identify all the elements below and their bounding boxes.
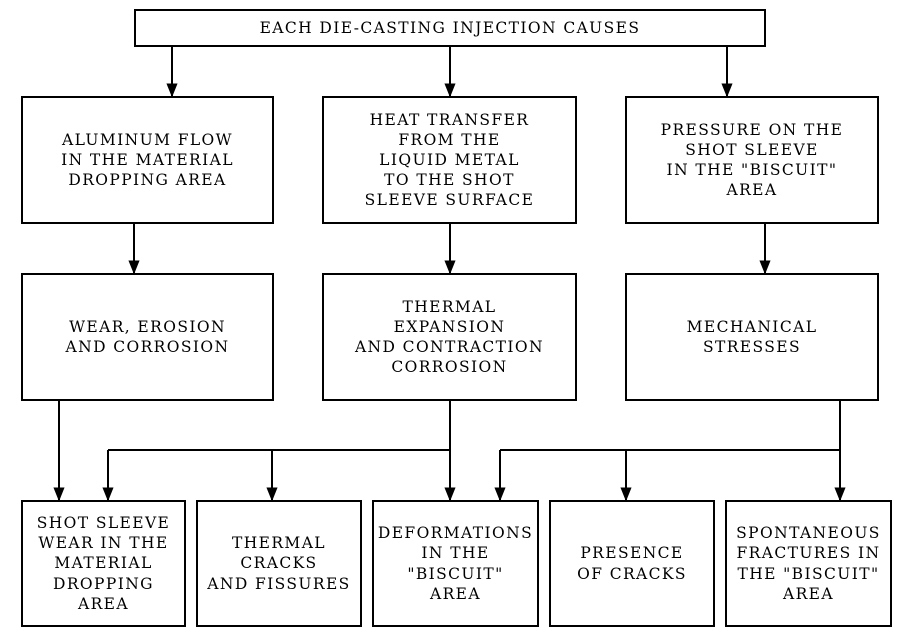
outcome-label: SHOT SLEEVE WEAR IN THE MATERIAL DROPPIN… (36, 514, 171, 613)
cause-label: ALUMINUM FLOW IN THE MATERIAL DROPPING A… (61, 130, 234, 190)
outcome-label: PRESENCE OF CRACKS (577, 544, 687, 583)
effect-box-thermal-expansion: THERMAL EXPANSION AND CONTRACTION CORROS… (322, 273, 577, 401)
outcome-box-shot-sleeve-wear: SHOT SLEEVE WEAR IN THE MATERIAL DROPPIN… (21, 500, 186, 627)
top-box-label: EACH DIE-CASTING INJECTION CAUSES (259, 18, 641, 37)
cause-box-pressure: PRESSURE ON THE SHOT SLEEVE IN THE "BISC… (625, 96, 879, 224)
cause-label: PRESSURE ON THE SHOT SLEEVE IN THE "BISC… (660, 120, 844, 200)
cause-label: HEAT TRANSFER FROM THE LIQUID METAL TO T… (364, 110, 535, 210)
outcome-box-spontaneous-fractures: SPONTANEOUS FRACTURES IN THE "BISCUIT" A… (725, 500, 892, 627)
effect-label: MECHANICAL STRESSES (686, 317, 818, 356)
effect-label: THERMAL EXPANSION AND CONTRACTION CORROS… (354, 297, 545, 377)
effect-box-wear-erosion: WEAR, EROSION AND CORROSION (21, 273, 274, 401)
outcome-box-deformations: DEFORMATIONS IN THE "BISCUIT" AREA (372, 500, 539, 627)
outcome-label: THERMAL CRACKS AND FISSURES (207, 534, 351, 593)
cause-box-aluminum-flow: ALUMINUM FLOW IN THE MATERIAL DROPPING A… (21, 96, 274, 224)
outcome-label: DEFORMATIONS IN THE "BISCUIT" AREA (377, 524, 534, 603)
outcome-box-thermal-cracks: THERMAL CRACKS AND FISSURES (196, 500, 362, 627)
effect-box-mechanical-stresses: MECHANICAL STRESSES (625, 273, 879, 401)
outcome-box-presence-of-cracks: PRESENCE OF CRACKS (549, 500, 715, 627)
cause-box-heat-transfer: HEAT TRANSFER FROM THE LIQUID METAL TO T… (322, 96, 577, 224)
outcome-label: SPONTANEOUS FRACTURES IN THE "BISCUIT" A… (736, 524, 881, 603)
effect-label: WEAR, EROSION AND CORROSION (65, 317, 230, 356)
top-box: EACH DIE-CASTING INJECTION CAUSES (134, 9, 766, 47)
